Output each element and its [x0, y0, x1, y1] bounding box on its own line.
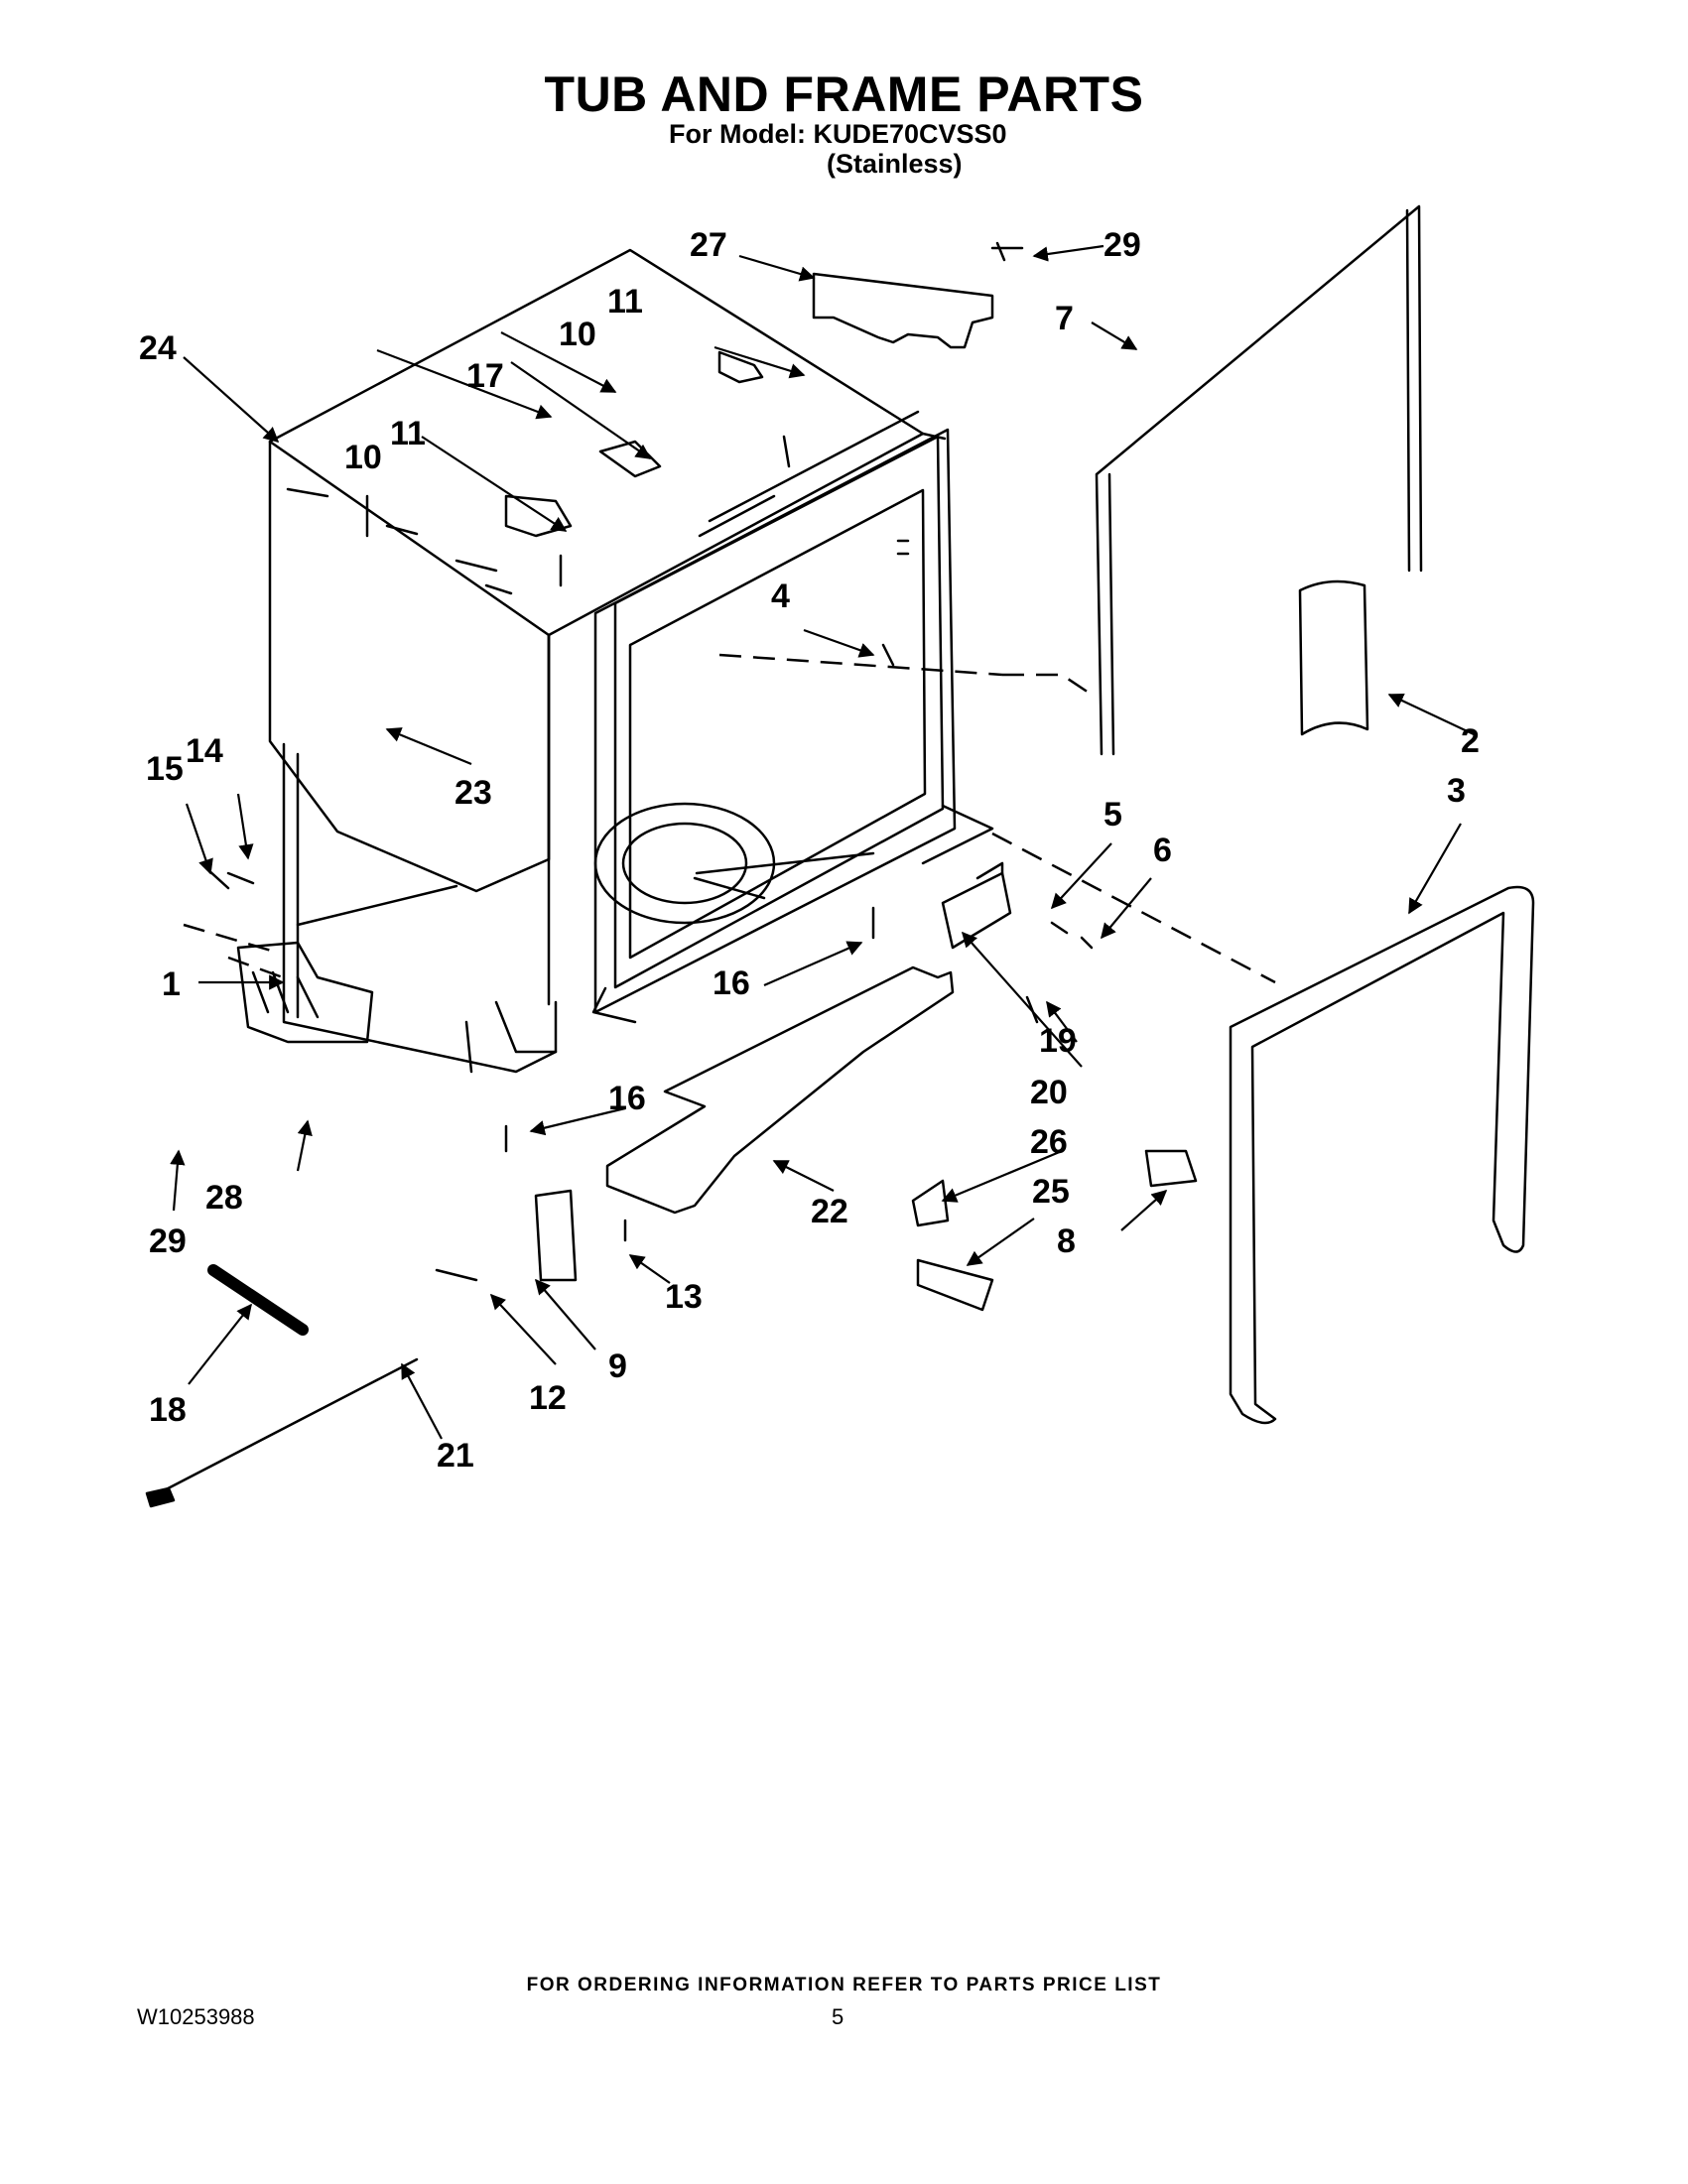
callout-8: 8 [1057, 1222, 1076, 1260]
page-number: 5 [832, 2004, 844, 2029]
callout-11-left: 11 [390, 415, 426, 452]
callout-14: 14 [186, 732, 223, 770]
callout-18: 18 [149, 1391, 187, 1429]
small-parts [204, 241, 1198, 1312]
callout-10-left: 10 [344, 439, 382, 476]
callout-20: 20 [1030, 1074, 1068, 1111]
document-number: W10253988 [137, 2004, 255, 2029]
callout-21: 21 [437, 1437, 474, 1475]
callout-9: 9 [608, 1348, 627, 1385]
callout-5: 5 [1104, 796, 1122, 834]
callout-26: 26 [1030, 1123, 1068, 1161]
callout-16-bottom: 16 [713, 964, 750, 1002]
hinge-spring-18 [207, 1264, 309, 1336]
model-number: For Model: KUDE70CVSS0 [669, 119, 1007, 149]
callout-23: 23 [454, 774, 492, 812]
bracket-20 [941, 861, 1012, 950]
callout-labels: 1 2 3 4 5 6 7 8 9 10 10 11 11 12 13 14 1… [139, 226, 1480, 1475]
callout-15: 15 [146, 750, 184, 788]
callout-27: 27 [690, 226, 727, 264]
tub-assembly [268, 248, 994, 1074]
callout-22: 22 [811, 1193, 848, 1230]
callout-16-top: 16 [608, 1080, 646, 1117]
model-finish: (Stainless) [827, 149, 963, 179]
callout-10-right: 10 [559, 316, 596, 353]
callout-12: 12 [529, 1379, 567, 1417]
callout-19: 19 [1039, 1022, 1077, 1060]
toe-plate-22 [605, 965, 955, 1215]
callout-2: 2 [1461, 722, 1480, 760]
callout-3: 3 [1447, 772, 1466, 810]
door-panel-7 [1095, 204, 1423, 756]
callout-29-bottom: 29 [149, 1222, 187, 1260]
page-title: TUB AND FRAME PARTS [544, 66, 1144, 122]
insulation-2 [1298, 579, 1369, 736]
ordering-note: FOR ORDERING INFORMATION REFER TO PARTS … [526, 1975, 1162, 1995]
callout-11-right: 11 [607, 283, 643, 321]
callout-7: 7 [1055, 300, 1074, 337]
cable-21 [145, 1357, 419, 1508]
callout-4: 4 [771, 578, 790, 615]
tub-gasket-3 [1229, 885, 1535, 1425]
vent-bracket-27 [812, 272, 994, 349]
callout-25: 25 [1032, 1173, 1070, 1211]
callout-24: 24 [139, 329, 177, 367]
callout-29-top: 29 [1104, 226, 1141, 264]
callout-6: 6 [1153, 832, 1172, 869]
callout-1: 1 [162, 965, 181, 1003]
callout-13: 13 [665, 1278, 703, 1316]
callout-28: 28 [205, 1179, 243, 1217]
callout-17: 17 [466, 357, 504, 395]
